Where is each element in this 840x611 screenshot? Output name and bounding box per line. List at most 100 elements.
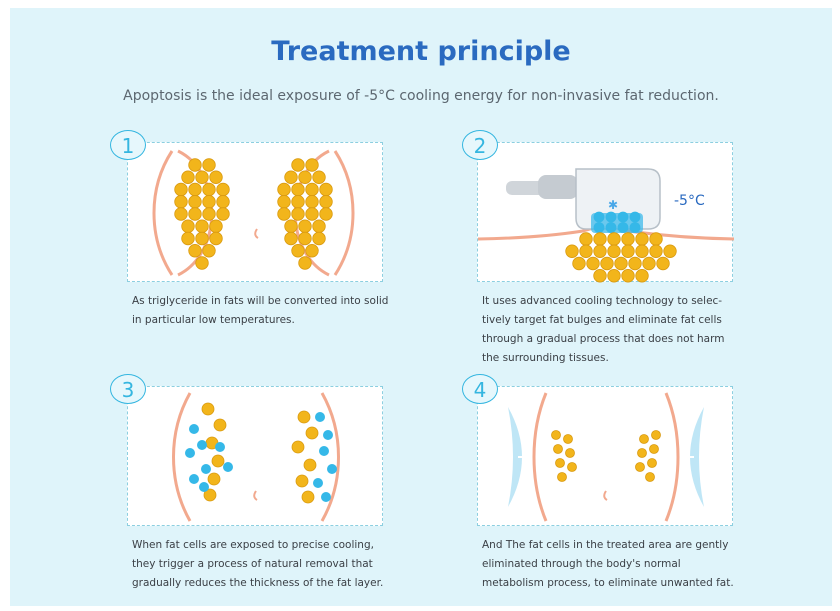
step-1-line-1: As triglyceride in fats will be converte… — [132, 292, 432, 311]
fat-cell — [292, 244, 305, 257]
cooled-fat-cell — [313, 478, 323, 488]
fat-cell — [202, 403, 214, 415]
fat-cell-cluster — [292, 411, 337, 503]
fat-cell — [650, 233, 663, 246]
fat-cell-cluster — [185, 403, 233, 501]
compress-arrow-icon — [518, 452, 694, 462]
step-4-line-1: And The fat cells in the treated area ar… — [482, 536, 782, 555]
fat-cell — [203, 159, 216, 172]
fat-cell — [302, 491, 314, 503]
cooled-fat-cell — [319, 446, 329, 456]
step-4-description: And The fat cells in the treated area ar… — [482, 536, 782, 593]
cooled-fat-cell — [199, 482, 209, 492]
fat-cell — [313, 171, 326, 184]
step-4-illustration — [477, 386, 733, 526]
fat-cell — [594, 269, 607, 282]
step-2-line-3: through a gradual process that does not … — [482, 330, 782, 349]
step-3-illustration — [127, 386, 383, 526]
fat-cell-cluster — [566, 233, 677, 282]
fat-cell — [285, 220, 298, 233]
fat-cell — [573, 257, 586, 270]
fat-cell — [299, 220, 312, 233]
fat-cell — [203, 244, 216, 257]
fat-cell — [217, 195, 230, 208]
fat-cell — [622, 233, 635, 246]
fat-cell — [278, 208, 291, 221]
cooled-fat-cell — [321, 492, 331, 502]
fat-cell — [208, 473, 220, 485]
fat-cell — [587, 257, 600, 270]
fat-cell — [175, 208, 188, 221]
infographic-canvas: Treatment principle Apoptosis is the ide… — [10, 8, 832, 606]
fat-cell — [285, 232, 298, 245]
fat-cell — [189, 244, 202, 257]
svg-text:✱: ✱ — [608, 198, 618, 212]
fat-cell — [554, 445, 563, 454]
fat-cell — [212, 455, 224, 467]
fat-cell — [299, 171, 312, 184]
step-3-line-3: gradually reduces the thickness of the f… — [132, 574, 432, 593]
fat-cell — [217, 183, 230, 196]
fat-cell — [566, 449, 575, 458]
fat-cell — [196, 220, 209, 233]
fat-cell — [210, 232, 223, 245]
fat-cell — [608, 269, 621, 282]
fat-cell — [285, 171, 298, 184]
fat-cell — [615, 257, 628, 270]
fat-cell — [278, 195, 291, 208]
fat-cell — [203, 183, 216, 196]
fat-cell — [601, 257, 614, 270]
fat-cell — [320, 195, 333, 208]
fat-cell — [636, 245, 649, 258]
fat-cell — [203, 208, 216, 221]
step-1-badge: 1 — [110, 130, 146, 160]
fat-cell — [648, 459, 657, 468]
cooled-fat-cell — [201, 464, 211, 474]
fat-cell — [306, 159, 319, 172]
step-3-line-1: When fat cells are exposed to precise co… — [132, 536, 432, 555]
step-2-badge: 2 — [462, 130, 498, 160]
cooled-fat-cell — [606, 222, 617, 233]
fat-cell — [182, 232, 195, 245]
fat-cell — [568, 463, 577, 472]
step-2-illustration: ✱ -5°C — [477, 142, 733, 282]
fat-cell — [298, 411, 310, 423]
fat-cell — [175, 183, 188, 196]
fat-cell — [622, 269, 635, 282]
step-3-badge: 3 — [110, 374, 146, 404]
fat-cell — [292, 159, 305, 172]
fat-cell — [608, 245, 621, 258]
fat-cell — [306, 427, 318, 439]
fat-cell — [636, 269, 649, 282]
step-2-line-2: tively target fat bulges and eliminate f… — [482, 311, 782, 330]
fat-cell — [622, 245, 635, 258]
cooled-fat-cell — [618, 222, 629, 233]
fat-cell — [306, 208, 319, 221]
fat-cell — [552, 431, 561, 440]
fat-cell — [210, 171, 223, 184]
frozen-fat-illustration — [128, 143, 384, 283]
fat-cell — [636, 233, 649, 246]
step-4-badge: 4 — [462, 374, 498, 404]
fat-elimination-illustration — [478, 387, 734, 527]
fat-cell — [292, 208, 305, 221]
fat-cell — [214, 419, 226, 431]
fat-cell — [299, 232, 312, 245]
cooled-fat-cell — [594, 212, 605, 223]
fat-cell-cluster — [552, 431, 577, 482]
step-4-line-3: metabolism process, to eliminate unwante… — [482, 574, 782, 593]
fat-cell — [306, 244, 319, 257]
fat-cell — [638, 449, 647, 458]
fat-cell — [629, 257, 642, 270]
fat-cell — [296, 475, 308, 487]
fat-cell — [636, 463, 645, 472]
step-2-description: It uses advanced cooling technology to s… — [482, 292, 782, 368]
fat-cell — [306, 183, 319, 196]
step-4-line-2: eliminated through the body's normal — [482, 555, 782, 574]
step-1-illustration — [127, 142, 383, 282]
fat-cell — [182, 171, 195, 184]
fat-cell — [652, 431, 661, 440]
cooled-fat-cell — [327, 464, 337, 474]
cooled-fat-cell — [618, 212, 629, 223]
cooled-fat-cell — [315, 412, 325, 422]
